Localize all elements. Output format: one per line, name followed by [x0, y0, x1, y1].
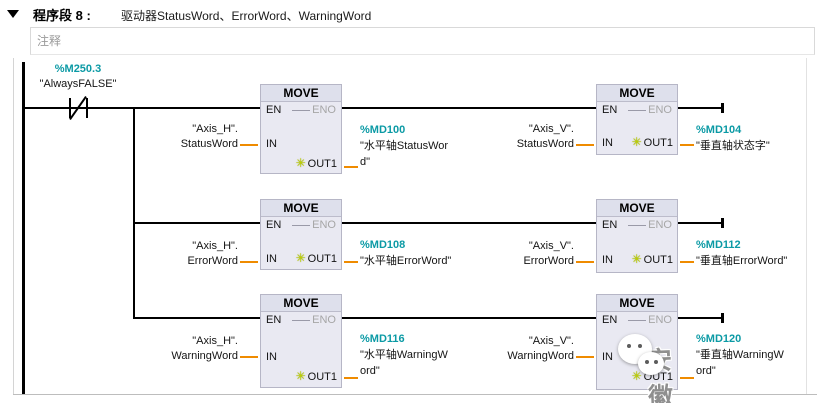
- input-operand[interactable]: "Axis_H". ErrorWord: [187, 240, 238, 267]
- pin-out1: ✳OUT1: [295, 369, 337, 383]
- wechat-bubble-small: [638, 352, 664, 375]
- en-eno-dash: [292, 225, 310, 226]
- wire-rung3-right: [678, 317, 723, 319]
- stub-out: [680, 144, 694, 146]
- input-operand[interactable]: "Axis_V". StatusWord: [516, 123, 574, 150]
- wire-rung2-left: [133, 222, 260, 224]
- pin-en: EN: [266, 219, 282, 231]
- stub-out: [344, 166, 358, 168]
- modified-star-icon: ✳: [631, 135, 642, 149]
- pin-eno: ENO: [648, 219, 672, 231]
- modified-star-icon: ✳: [295, 251, 306, 265]
- stub-out: [344, 261, 358, 263]
- block-title: MOVE: [261, 85, 341, 102]
- move-block-h-errorword[interactable]: MOVE EN ENO IN ✳OUT1: [260, 199, 342, 270]
- canvas-border-bottom: [13, 394, 817, 395]
- input-operand[interactable]: "Axis_H". StatusWord: [180, 123, 238, 150]
- move-block-h-statusword[interactable]: MOVE EN ENO IN ✳OUT1: [260, 84, 342, 174]
- output-operand[interactable]: %MD116 "水平轴WarningW ord": [360, 333, 448, 377]
- pin-in: IN: [266, 138, 277, 150]
- pin-out1: ✳OUT1: [295, 156, 337, 170]
- wire-rung3-left: [133, 317, 260, 319]
- contact-operand-name[interactable]: "AlwaysFALSE": [39, 78, 117, 90]
- pin-en: EN: [266, 314, 282, 326]
- wire-rung2-mid: [342, 222, 596, 224]
- pin-en: EN: [602, 104, 618, 116]
- pin-eno: ENO: [648, 314, 672, 326]
- block-title: MOVE: [261, 200, 341, 217]
- en-eno-dash: [292, 110, 310, 111]
- stub-out: [680, 261, 694, 263]
- pin-in: IN: [266, 253, 277, 265]
- en-eno-dash: [292, 320, 310, 321]
- move-block-v-errorword[interactable]: MOVE EN ENO IN ✳OUT1: [596, 199, 678, 273]
- wire-end-tick-2: [721, 218, 724, 228]
- wire-rung1-mid: [342, 107, 596, 109]
- canvas-border-right: [806, 58, 807, 394]
- contact-bar-right: [86, 98, 88, 118]
- input-operand[interactable]: "Axis_V". WarningWord: [507, 335, 574, 362]
- stub-in: [240, 356, 258, 358]
- comment-placeholder: 注释: [37, 34, 62, 48]
- pin-in: IN: [266, 351, 277, 363]
- network-comment-field[interactable]: 注释: [30, 27, 815, 55]
- block-title: MOVE: [597, 85, 677, 102]
- output-operand[interactable]: %MD120 "垂直轴WarningW ord": [696, 333, 784, 377]
- pin-en: EN: [602, 314, 618, 326]
- contact-operand-address[interactable]: %M250.3: [54, 63, 102, 75]
- stub-out: [680, 377, 694, 379]
- stub-in: [576, 356, 594, 358]
- contact-bar-left: [69, 98, 71, 118]
- input-operand[interactable]: "Axis_V". ErrorWord: [523, 240, 574, 267]
- output-operand[interactable]: %MD108 "水平轴ErrorWord": [360, 239, 452, 267]
- wire-branch-vertical: [133, 107, 135, 319]
- block-title: MOVE: [597, 295, 677, 312]
- move-block-v-statusword[interactable]: MOVE EN ENO IN ✳OUT1: [596, 84, 678, 155]
- canvas-border-left: [13, 58, 14, 394]
- en-eno-dash: [628, 225, 646, 226]
- pin-eno: ENO: [312, 104, 336, 116]
- wire-end-tick-1: [721, 103, 724, 113]
- modified-star-icon: ✳: [295, 369, 306, 383]
- output-operand[interactable]: %MD112 "垂直轴ErrorWord": [696, 239, 788, 267]
- pin-in: IN: [602, 254, 613, 266]
- power-rail: [22, 62, 25, 394]
- en-eno-dash: [628, 110, 646, 111]
- stub-out: [344, 377, 358, 379]
- modified-star-icon: ✳: [631, 369, 642, 383]
- pin-en: EN: [266, 104, 282, 116]
- input-operand[interactable]: "Axis_H". WarningWord: [171, 335, 238, 362]
- pin-in: IN: [602, 137, 613, 149]
- network-subtitle: 驱动器StatusWord、ErrorWord、WarningWord: [121, 9, 372, 23]
- pin-out1: ✳OUT1: [631, 135, 673, 149]
- block-title: MOVE: [261, 295, 341, 312]
- wire-rung1-right: [678, 107, 723, 109]
- stub-in: [576, 261, 594, 263]
- wire-rung3-mid: [342, 317, 596, 319]
- stub-in: [576, 144, 594, 146]
- pin-eno: ENO: [312, 219, 336, 231]
- wire-end-tick-3: [721, 313, 724, 323]
- en-eno-dash: [628, 320, 646, 321]
- pin-out1: ✳OUT1: [295, 251, 337, 265]
- pin-en: EN: [602, 219, 618, 231]
- wire-rung2-right: [678, 222, 723, 224]
- stub-in: [240, 261, 258, 263]
- collapse-triangle-icon[interactable]: ▼: [7, 10, 19, 18]
- wechat-icon: [610, 332, 672, 390]
- network-title: 程序段 8 :: [33, 8, 91, 23]
- wire-rung1-left: [24, 107, 260, 109]
- pin-out1: ✳OUT1: [631, 252, 673, 266]
- stub-in: [240, 144, 258, 146]
- output-operand[interactable]: %MD104 "垂直轴状态字": [696, 124, 770, 152]
- pin-in: IN: [602, 351, 613, 363]
- output-operand[interactable]: %MD100 "水平轴StatusWor d": [360, 124, 449, 168]
- modified-star-icon: ✳: [631, 252, 642, 266]
- pin-eno: ENO: [648, 104, 672, 116]
- pin-eno: ENO: [312, 314, 336, 326]
- block-title: MOVE: [597, 200, 677, 217]
- move-block-h-warningword[interactable]: MOVE EN ENO IN ✳OUT1: [260, 294, 342, 388]
- modified-star-icon: ✳: [295, 156, 306, 170]
